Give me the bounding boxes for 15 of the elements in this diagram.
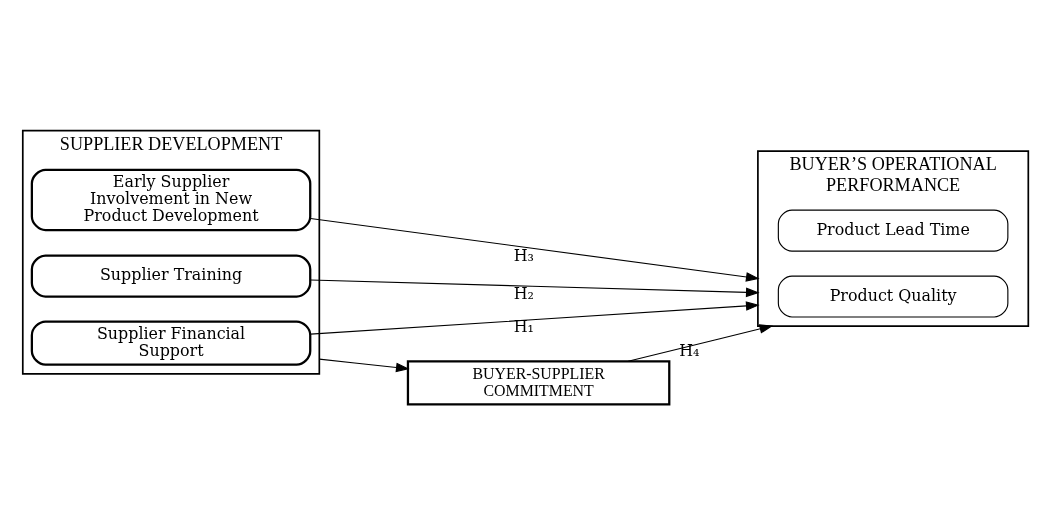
arrow	[309, 300, 760, 335]
node-box: Supplier Financial Support	[30, 319, 312, 366]
node-box: Early Supplier Involvement in New Product Development	[30, 168, 312, 231]
node-box: Product Quality	[777, 275, 1009, 318]
node-box: Product Lead Time	[777, 209, 1009, 252]
arrow	[309, 278, 760, 297]
edge-label: H₁	[513, 316, 534, 336]
arrow	[627, 323, 774, 362]
edge-label: H₄	[679, 340, 700, 360]
edge-label: H₃	[513, 245, 534, 265]
node-box: BUYER-SUPPLIER COMMITMENT	[406, 359, 671, 406]
arrow	[309, 217, 760, 282]
arrow	[318, 358, 410, 372]
edge-label: H₂	[513, 283, 534, 303]
node-box: Supplier Training	[30, 253, 312, 298]
